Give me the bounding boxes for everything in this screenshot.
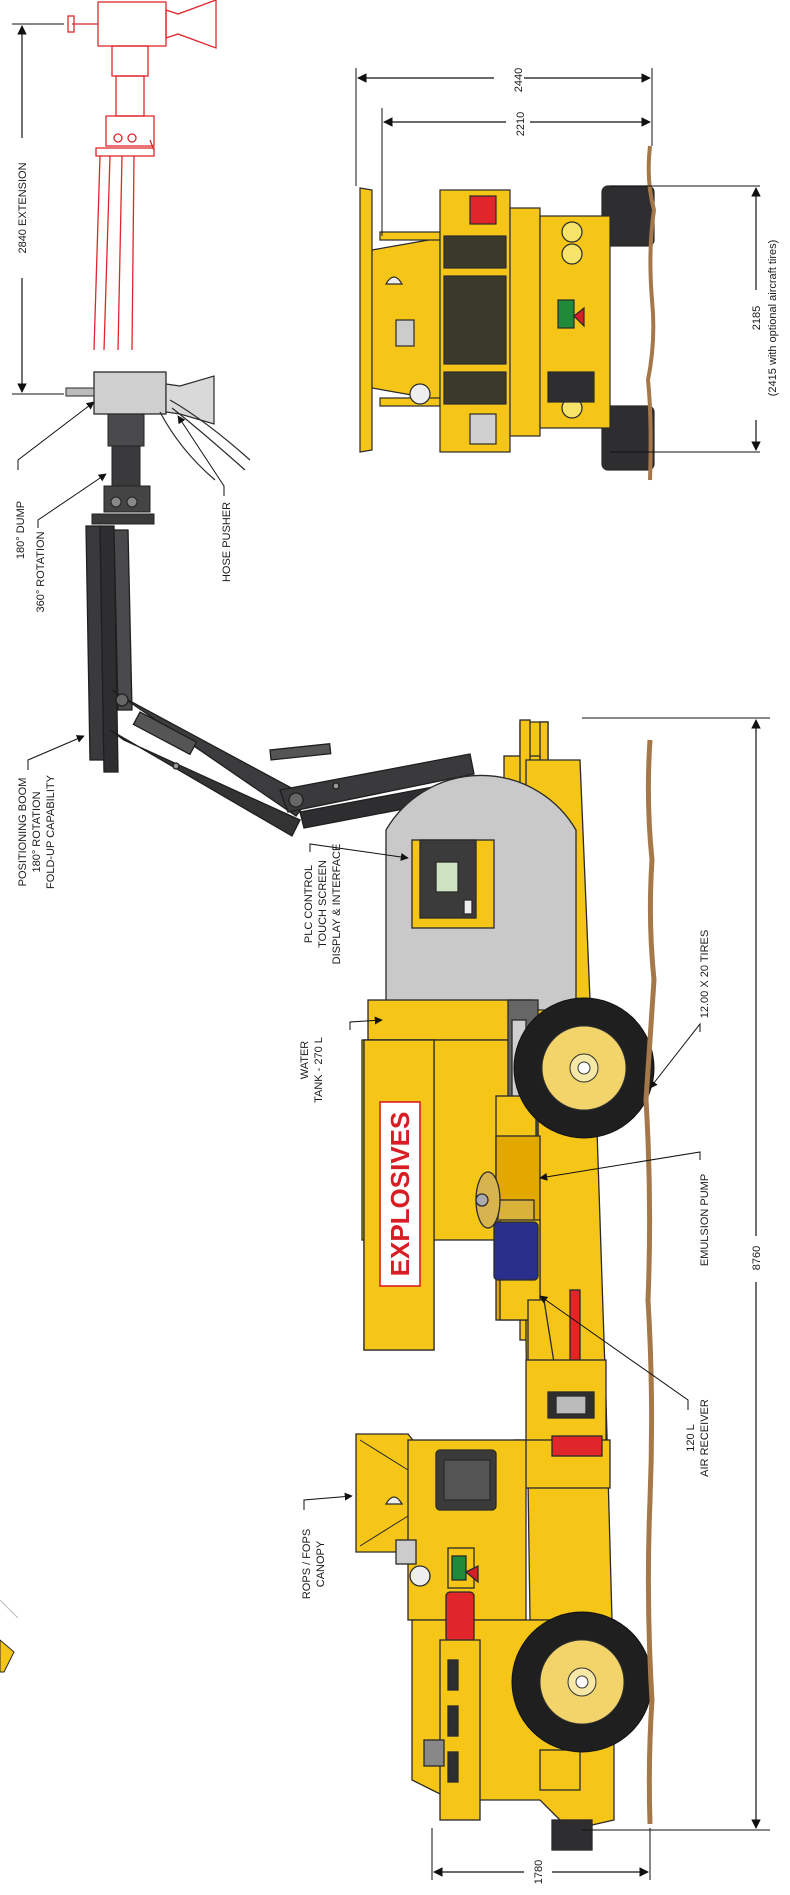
dump-label: 180° DUMP	[15, 501, 27, 559]
machine-side-view	[355, 719, 615, 1851]
air-receiver-label-1: 120 L	[685, 1424, 697, 1452]
extension-label: 2840 EXTENSION	[17, 162, 29, 253]
tires-label: 12.00 X 20 TIRES	[699, 930, 711, 1018]
plc-label-1: PLC CONTROL	[303, 865, 315, 943]
explosives-tank: EXPLOSIVES	[363, 1039, 435, 1351]
length-label: 8760	[751, 1246, 763, 1270]
rear-ground-line	[645, 145, 657, 481]
emulsion-pump-label: EMULSION PUMP	[699, 1174, 711, 1266]
positioning-boom	[85, 525, 475, 837]
rops-label-1: ROPS / FOPS	[301, 1529, 313, 1599]
water-label-1: WATER	[299, 1041, 311, 1080]
boom-label-2: 180° ROTATION	[31, 791, 43, 872]
boom-head	[65, 371, 251, 525]
rotation-label: 360° ROTATION	[35, 531, 47, 612]
boom-label-1: POSITIONING BOOM	[17, 778, 29, 887]
width-outer-label: 2440	[513, 68, 525, 92]
plc-label-3: DISPLAY & INTERFACE	[331, 844, 343, 965]
hose-pusher-label: HOSE PUSHER	[221, 502, 233, 582]
middle-tire	[513, 997, 655, 1139]
height-label: 1780	[533, 1860, 545, 1884]
width-inner-label: 2210	[515, 112, 527, 136]
extension-dimension: 2840 EXTENSION	[12, 23, 64, 395]
ground-line	[643, 739, 657, 1825]
air-receiver-label-2: AIR RECEIVER	[699, 1399, 711, 1477]
track-label: 2185	[751, 306, 763, 330]
callout-leaders	[17, 401, 701, 1510]
rear-tire	[511, 1611, 653, 1753]
track-note: (2415 with optional aircraft tires)	[767, 240, 779, 397]
rops-label-2: CANOPY	[315, 1540, 327, 1587]
plc-label-2: TOUCH SCREEN	[317, 860, 329, 948]
explosives-text: EXPLOSIVES	[385, 1112, 415, 1277]
fragment-shape	[0, 1639, 15, 1673]
water-label-2: TANK - 270 L	[313, 1037, 325, 1103]
extended-head-outline	[67, 0, 217, 351]
rear-view	[359, 185, 655, 471]
boom-label-3: FOLD-UP CAPABILITY	[45, 774, 57, 889]
